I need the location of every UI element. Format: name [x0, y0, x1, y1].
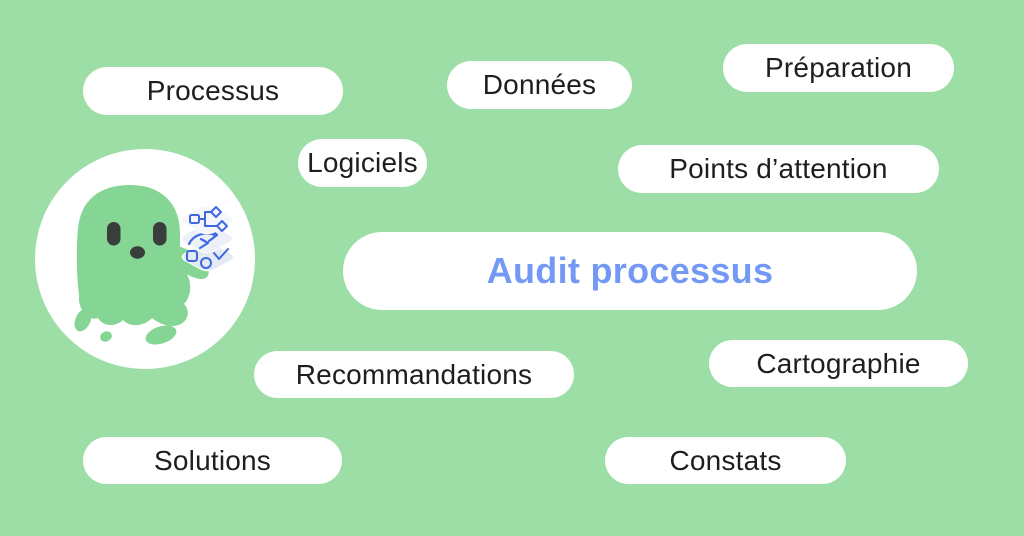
tag-pill-processus[interactable]: Processus: [83, 67, 343, 115]
mascot-illustration: [35, 149, 255, 369]
tag-pill-points-attention[interactable]: Points d’attention: [618, 145, 939, 193]
tag-pill-logiciels[interactable]: Logiciels: [298, 139, 427, 187]
center-pill-audit-processus[interactable]: Audit processus: [343, 232, 917, 310]
tag-label-recommandations: Recommandations: [295, 358, 533, 390]
mascot-eyes: [107, 222, 167, 246]
tag-pill-solutions[interactable]: Solutions: [83, 437, 342, 484]
process-layers-icon: [180, 205, 235, 272]
tag-label-constats: Constats: [669, 444, 782, 476]
layer-flowchart-glyph: [189, 206, 228, 232]
tag-label-preparation: Préparation: [765, 52, 912, 83]
tag-pill-cartographie[interactable]: Cartographie: [709, 340, 968, 387]
tag-label-solutions: Solutions: [154, 444, 271, 476]
center-pill-label: Audit processus: [486, 250, 774, 291]
layer-check-glyph: [186, 248, 229, 269]
mascot-svg: [35, 149, 255, 369]
tag-label-points-attention: Points d’attention: [669, 153, 888, 184]
tag-label-processus: Processus: [146, 75, 280, 106]
tag-pill-donnees[interactable]: Données: [447, 61, 632, 109]
tag-pill-recommandations[interactable]: Recommandations: [254, 351, 574, 398]
tag-label-donnees: Données: [482, 69, 597, 100]
mascot-splash-blobs: [74, 308, 177, 345]
tag-pill-preparation[interactable]: Préparation: [723, 44, 954, 92]
tag-label-logiciels: Logiciels: [307, 147, 418, 178]
tag-pill-constats[interactable]: Constats: [605, 437, 846, 484]
mascot-mouth: [130, 246, 145, 259]
tag-label-cartographie: Cartographie: [756, 347, 921, 379]
